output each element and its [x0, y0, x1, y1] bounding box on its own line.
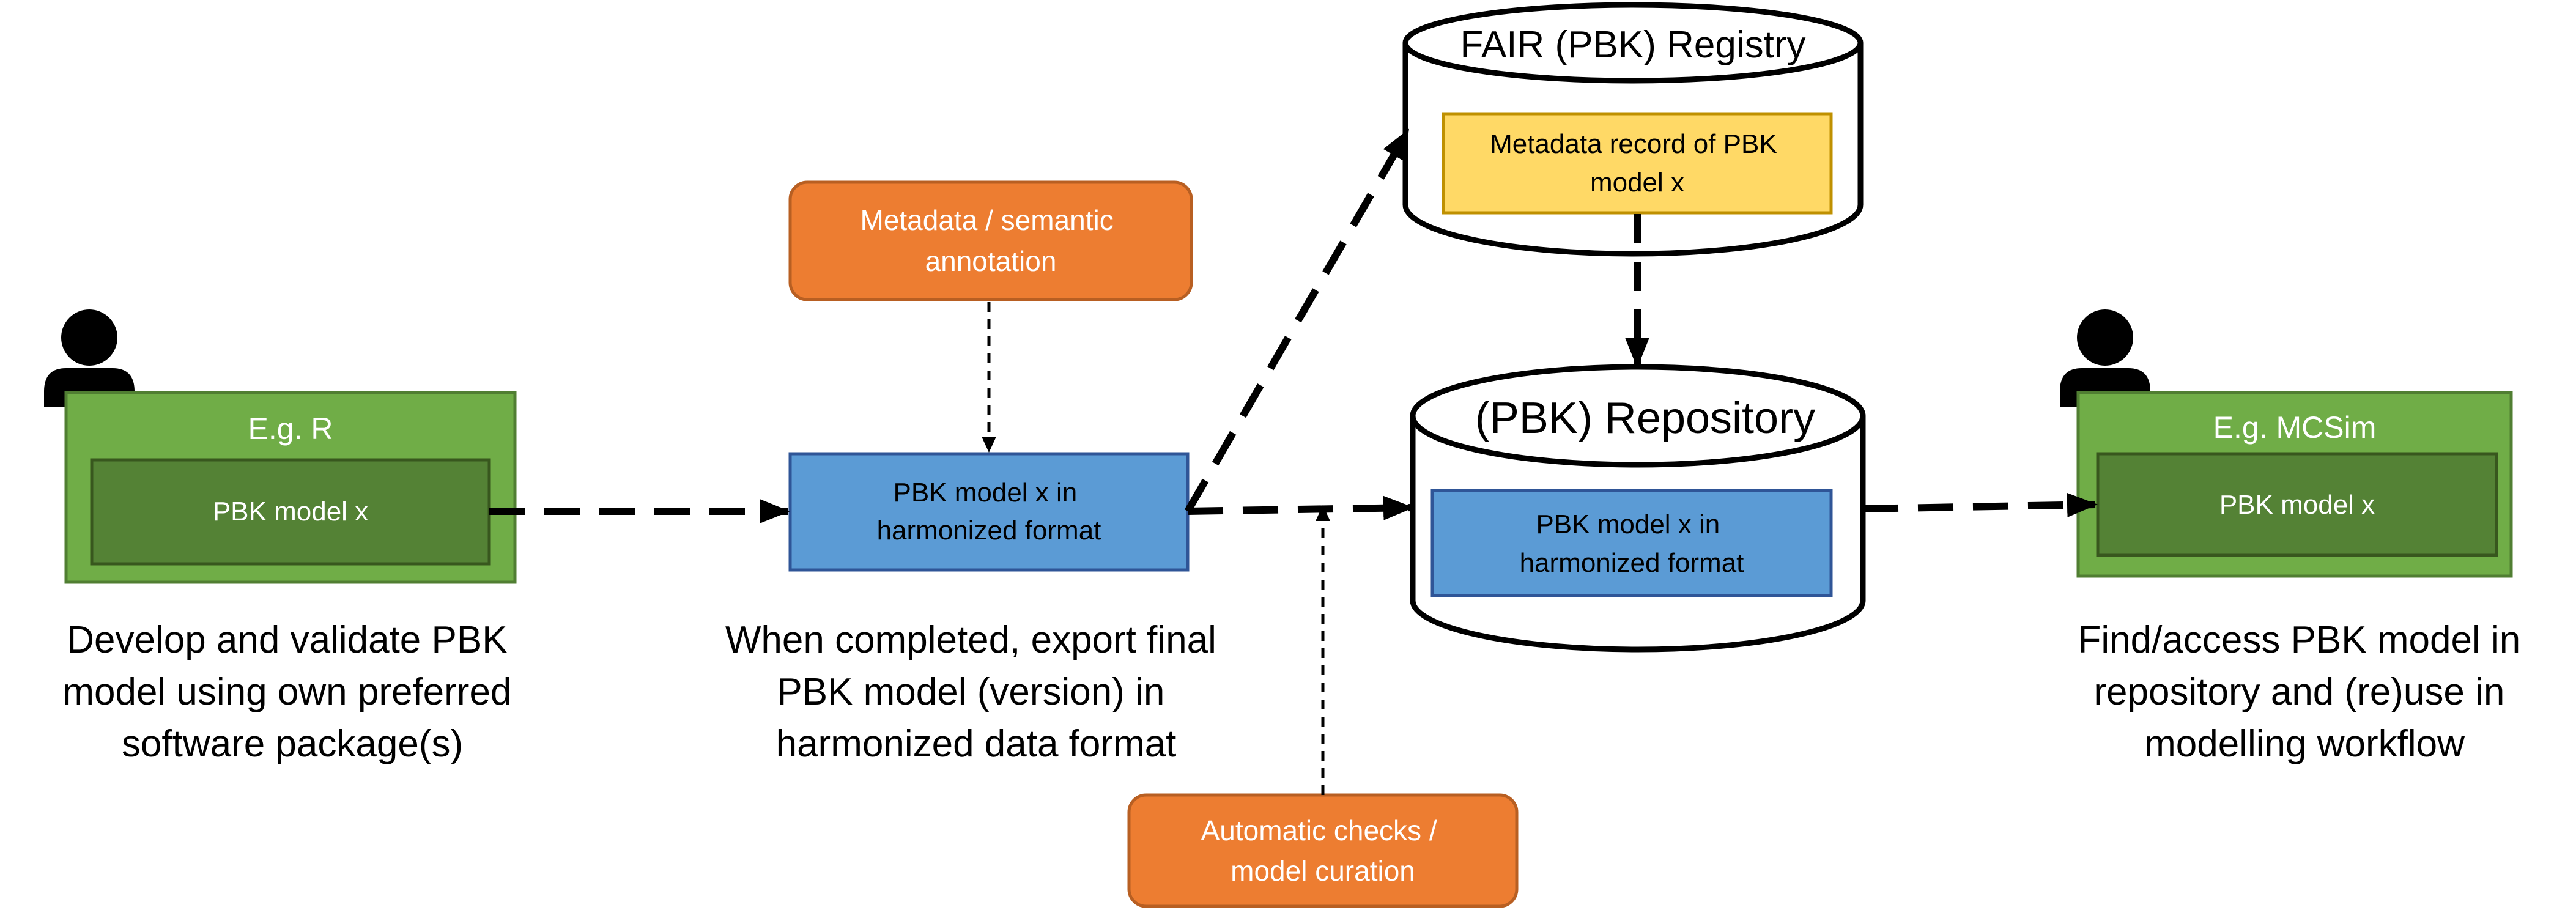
automatic-checks-label: Automatic checks / model curation	[1201, 815, 1445, 887]
right-model-box	[2096, 452, 2498, 557]
left-tool-header: E.g. R	[248, 412, 333, 446]
right-caption: Find/access PBK model in repository and …	[2078, 619, 2531, 765]
arrow-repository-to-tool	[1862, 492, 2098, 517]
automatic-checks-box	[1127, 793, 1519, 908]
left-caption: Develop and validate PBK model using own…	[62, 619, 522, 765]
arrow-harmonized-to-registry	[1184, 128, 1412, 514]
metadata-record-label: Metadata record of PBK model x	[1490, 129, 1785, 198]
harmonized-caption: When completed, export final PBK model (…	[725, 619, 1227, 765]
semantic-annotation-box	[788, 180, 1193, 301]
left-model-label: PBK model x	[213, 497, 368, 527]
right-tool-header: E.g. MCSim	[2213, 410, 2377, 445]
metadata-record-box	[1442, 112, 1833, 215]
right-model-label: PBK model x	[2219, 490, 2375, 520]
registry-title: FAIR (PBK) Registry	[1460, 24, 1806, 66]
semantic-annotation-label: Metadata / semantic annotation	[861, 204, 1122, 277]
repository-title: (PBK) Repository	[1475, 394, 1815, 443]
harmonized-format-label: PBK model x in harmonized format	[877, 478, 1101, 546]
arrow-harmonized-to-repository	[1187, 495, 1414, 520]
repository-model-box	[1430, 489, 1833, 597]
repository-model-label: PBK model x in harmonized format	[1520, 509, 1744, 578]
harmonized-format-box	[788, 452, 1190, 572]
